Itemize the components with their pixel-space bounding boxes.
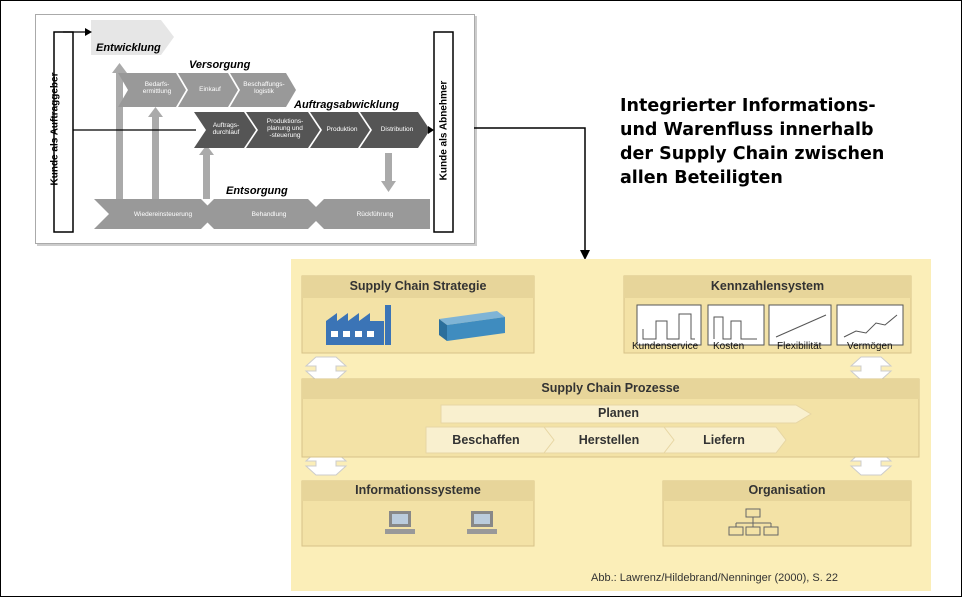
arrow-up-3-head xyxy=(199,145,214,155)
chevron-produktionsplanung xyxy=(246,112,320,148)
kpi-flexibilitaet: Flexibilität xyxy=(777,341,822,352)
title-prozesse: Supply Chain Prozesse xyxy=(541,381,680,395)
chevron-beschaffungslogistik xyxy=(230,73,296,107)
source-citation: Abb.: Lawrenz/Hildebrand/Nenninger (2000… xyxy=(591,572,839,584)
chevron-produktion xyxy=(310,112,370,148)
step-planen: Planen xyxy=(598,406,639,420)
heading-versorgung: Versorgung xyxy=(189,59,251,71)
flow-graphics xyxy=(53,20,454,233)
arrow-up-1 xyxy=(116,71,123,199)
kpi-vermoegen: Vermögen xyxy=(847,341,893,352)
chevron-behandlung xyxy=(199,199,323,229)
label-wiedereinsteuerung: Wiedereinsteuerung xyxy=(133,211,193,218)
chevron-einkauf xyxy=(178,73,238,107)
right-customer-box xyxy=(433,31,454,233)
kpi-kosten: Kosten xyxy=(713,341,745,352)
title-strategie: Supply Chain Strategie xyxy=(349,279,487,293)
heading-entwicklung: Entwicklung xyxy=(96,42,161,54)
arrow-up-1-head xyxy=(112,63,127,73)
arrow-up-3 xyxy=(203,153,210,199)
double-arrows xyxy=(304,356,893,476)
label-beschaffungslogistik: Beschaffungs-logistik xyxy=(243,81,285,95)
step-liefern: Liefern xyxy=(703,433,745,447)
arrow-down-head xyxy=(381,181,396,192)
step-herstellen: Herstellen xyxy=(578,433,640,447)
headline-text: Integrierter Informations- und Warenflus… xyxy=(620,96,885,188)
chevron-rueckfuehrung xyxy=(309,199,430,229)
step-beschaffen: Beschaffen xyxy=(452,433,520,447)
computer-icons xyxy=(385,511,497,534)
chevron-distribution xyxy=(360,112,430,148)
arrow-up-2-head xyxy=(148,107,163,117)
label-auftragsdurchlauf: Auftrags-durchlauf xyxy=(212,122,240,136)
supply-chain-panel: Supply Chain Strategie Kennzahlensystem … xyxy=(291,259,931,591)
label-rueckfuehrung: Rückführung xyxy=(356,211,394,218)
arrow-up-2 xyxy=(152,115,159,199)
chevron-bedarfsermittlung xyxy=(118,73,186,107)
org-chart-icon xyxy=(728,508,779,536)
chevron-entwicklung xyxy=(91,20,174,55)
kpi-charts xyxy=(636,304,904,346)
chevron-wiedereinsteuerung xyxy=(94,199,216,229)
title-organisation: Organisation xyxy=(748,483,826,497)
title-informationssysteme: Informationssysteme xyxy=(355,483,481,497)
arrow-down xyxy=(385,153,392,183)
label-behandlung: Behandlung xyxy=(251,211,287,218)
kpi-kundenservice: Kundenservice xyxy=(632,341,699,352)
heading-entsorgung: Entsorgung xyxy=(226,185,288,197)
label-produktionsplanung: Produktions-planung und-steuerung xyxy=(266,118,304,139)
scm-graphics xyxy=(301,275,920,547)
heading-auftragsabwicklung: Auftragsabwicklung xyxy=(294,99,400,111)
process-flow-diagram: Kunde als Auftraggeber Kunde als Abnehme… xyxy=(35,14,475,244)
label-distribution: Distribution xyxy=(380,126,414,133)
factory-icon xyxy=(326,305,391,345)
container-icon xyxy=(439,311,505,341)
label-einkauf: Einkauf xyxy=(199,86,221,93)
label-bedarfsermittlung: Bedarfs-ermittlung xyxy=(142,81,172,95)
label-produktion: Produktion xyxy=(326,126,358,133)
title-kennzahlensystem: Kennzahlensystem xyxy=(710,279,825,293)
chevron-auftragsdurchlauf xyxy=(194,112,256,148)
